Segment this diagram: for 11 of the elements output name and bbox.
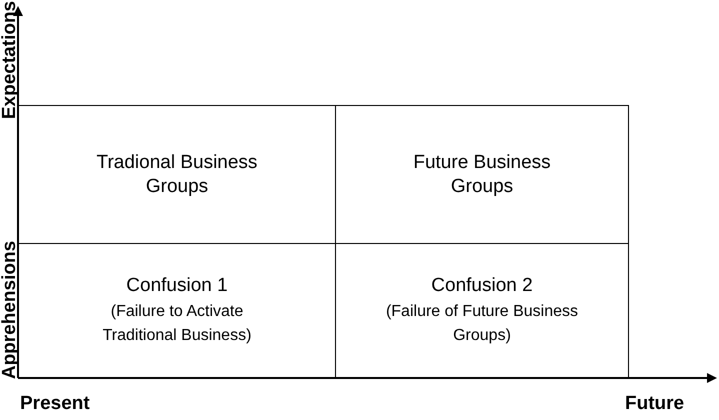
quadrant-title: Confusion 1 <box>126 274 228 298</box>
quadrant-title: Confusion 2 <box>431 274 533 298</box>
quadrant-title: Future Business Groups <box>412 150 552 198</box>
y-axis-label: Apprehensions <box>0 240 22 380</box>
quadrant-description: (Failure to Activate Traditional Business) <box>102 302 252 346</box>
y-axis-label: Expectations <box>0 0 22 120</box>
quadrant-box <box>335 105 629 244</box>
x-axis-label: Future <box>625 393 684 415</box>
quadrant-title: Tradional Business Groups <box>96 150 258 198</box>
x-axis-label: Present <box>20 393 90 415</box>
quadrant-description: (Failure of Future Business Groups) <box>384 302 580 346</box>
